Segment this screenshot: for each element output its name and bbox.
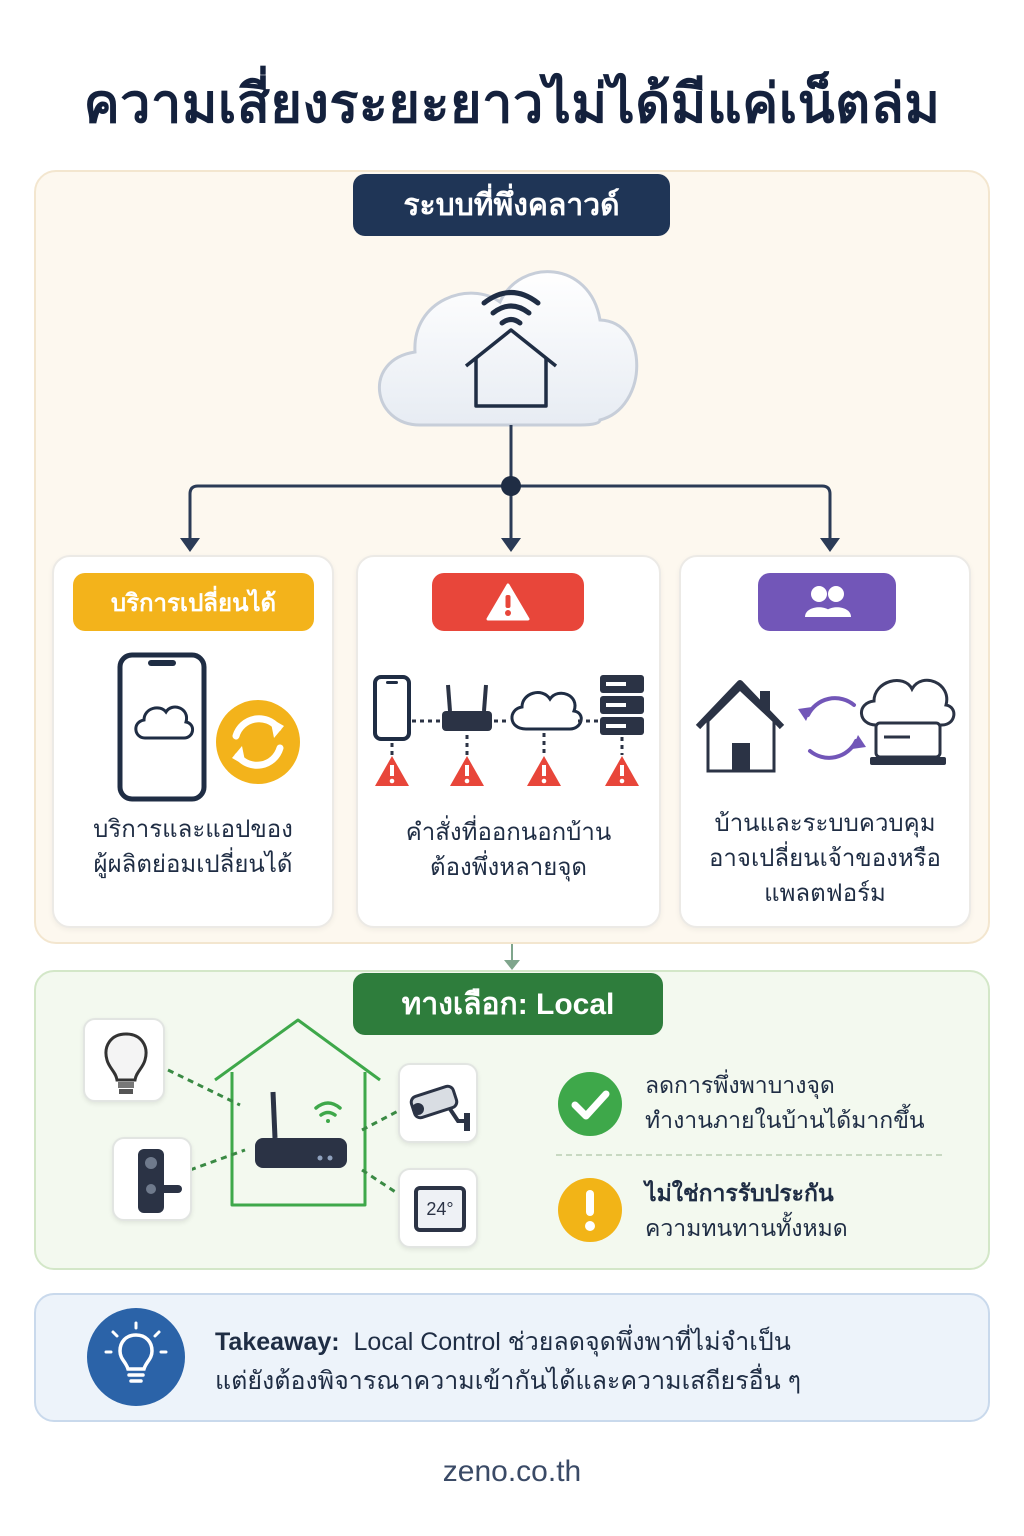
small-cloud-icon (510, 691, 583, 731)
swap-arrows-icon (806, 696, 858, 760)
local-section-label: ทางเลือก: Local (353, 973, 663, 1035)
local-network-illustration (167, 1018, 401, 1207)
warning-icon (486, 583, 530, 621)
arrowheads (180, 538, 840, 552)
local-caveat-text: ไม่ใช่การรับประกัน ความทนทานทั้งหมด (645, 1180, 848, 1241)
takeaway-text: Takeaway: Local Control ช่วยลดจุดพึ่งพาท… (215, 1328, 802, 1395)
check-icon (558, 1072, 622, 1136)
refresh-icon (216, 700, 300, 784)
card-text-service-change: บริการและแอปของ ผู้ผลิตย่อมเปลี่ยนได้ (93, 816, 293, 878)
smart-lock-tile (112, 1137, 192, 1221)
local-benefit-text: ลดการพึ่งพาบางจุด ทำงานภายในบ้านได้มากขึ… (645, 1072, 925, 1133)
router-icon (442, 684, 492, 731)
hub-router-icon (255, 1091, 347, 1168)
security-camera-icon (409, 1084, 470, 1131)
home-boundary (214, 1018, 381, 1207)
junction-dot (501, 476, 521, 496)
cloud-icon (377, 270, 639, 427)
dashed-links (390, 719, 624, 755)
home-icon (695, 680, 785, 773)
card-badge-warning (432, 573, 584, 631)
exclamation-icon (558, 1178, 622, 1242)
lightbulb-idea-icon (87, 1308, 185, 1406)
users-icon (805, 586, 851, 617)
smart-lock-icon (138, 1149, 182, 1213)
phone-icon (373, 675, 411, 741)
server-icon (600, 675, 644, 735)
dependency-chain-illustration (373, 675, 644, 786)
page-title: ความเสี่ยงระยะยาวไม่ได้มีแค่เน็ตล่ม (83, 74, 941, 134)
card-text-ownership-change: บ้านและระบบควบคุม อาจเปลี่ยนเจ้าของหรือ … (709, 810, 941, 907)
wifi-signal-icon (314, 1101, 342, 1123)
card-text-multiple-dependencies: คำสั่งที่ออกนอกบ้าน ต้องพึ่งหลายจุด (405, 819, 612, 881)
smartphone-icon (117, 652, 207, 802)
local-divider (556, 1154, 942, 1156)
security-camera-tile (398, 1063, 478, 1143)
phone-sync-illustration (117, 652, 300, 802)
card-badge-users (758, 573, 896, 631)
light-bulb-tile (83, 1018, 165, 1102)
panel-connector-arrow (504, 944, 520, 970)
wifi-icon (481, 290, 541, 326)
cloud-server-icon (860, 678, 956, 765)
footer-domain: zeno.co.th (442, 1455, 582, 1488)
takeaway-panel (34, 1293, 990, 1422)
cloud-section-label: ระบบที่พึ่งคลาวด์ (353, 174, 670, 236)
warning-markers (375, 756, 639, 786)
cloud-connector-diagram (180, 270, 840, 552)
light-bulb-icon (104, 1032, 148, 1094)
ownership-transfer-illustration (695, 678, 956, 773)
card-badge-service-change: บริการเปลี่ยนได้ (73, 573, 314, 631)
thermostat-display: 24° (414, 1186, 466, 1232)
local-links (167, 1068, 401, 1197)
house-outline-icon (464, 328, 558, 408)
thermostat-tile: 24° (398, 1168, 478, 1248)
